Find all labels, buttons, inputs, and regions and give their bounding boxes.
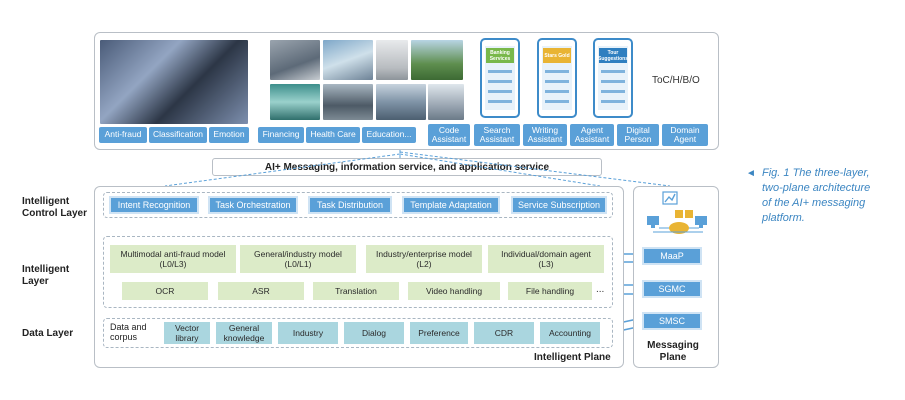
task-distribution: Task Distribution	[308, 196, 392, 214]
screen-line	[601, 90, 625, 93]
data-accounting: Accounting	[540, 322, 600, 344]
app-anti-fraud: Anti-fraud	[99, 127, 147, 143]
cap-translation: Translation	[313, 282, 399, 300]
intelligent-layer-label: Intelligent Layer	[22, 264, 70, 287]
data-layer-box	[103, 318, 613, 348]
education-photo-3	[376, 84, 426, 120]
data-preference: Preference	[410, 322, 468, 344]
phone-tag: Stars Gold	[543, 48, 571, 63]
messaging-maap: MaaP	[642, 247, 702, 265]
messaging-sgmc: SGMC	[642, 280, 702, 298]
service-bar: AI+ Messaging, information service, and …	[212, 158, 602, 176]
intent-recognition: Intent Recognition	[109, 196, 199, 214]
stars-gold-phone: Stars Gold	[537, 38, 577, 118]
capabilities-ellipsis: ...	[596, 284, 605, 295]
model-general: General/industry model (L0/L1)	[240, 245, 356, 273]
model-anti-fraud: Multimodal anti-fraud model (L0/L3)	[110, 245, 236, 273]
screen-line	[488, 90, 512, 93]
cap-asr: ASR	[218, 282, 304, 300]
messaging-plane-label: Messaging Plane	[647, 340, 699, 363]
healthcare-photo-1	[376, 40, 408, 80]
financing-photo-1	[270, 40, 320, 80]
data-layer-label: Data Layer	[22, 328, 74, 339]
model-industry: Industry/enterprise model (L2)	[366, 245, 482, 273]
screen-line	[545, 80, 569, 83]
app-emotion: Emotion	[209, 127, 249, 143]
education-photo-2	[323, 84, 373, 120]
data-vector-library: Vector library	[164, 322, 210, 344]
app-agent-assistant: Agent Assistant	[570, 124, 614, 146]
tcb-label: ToC/H/B/O	[652, 75, 700, 86]
screen-line	[545, 90, 569, 93]
screen-line	[545, 70, 569, 73]
app-health-care: Health Care	[306, 127, 360, 143]
data-corpus-label: Data and corpus	[110, 322, 147, 342]
screen-line	[488, 80, 512, 83]
screen-line	[488, 70, 512, 73]
anti-fraud-photo	[100, 40, 248, 124]
network-icon	[647, 191, 707, 234]
app-writing-assistant: Writing Assistant	[523, 124, 567, 146]
app-code-assistant: Code Assistant	[428, 124, 470, 146]
app-classification: Classification	[149, 127, 207, 143]
app-financing: Financing	[258, 127, 304, 143]
app-digital-person: Digital Person	[617, 124, 659, 146]
cap-ocr: OCR	[122, 282, 208, 300]
intelligent-plane-label: Intelligent Plane	[534, 352, 611, 363]
template-adaptation: Template Adaptation	[402, 196, 500, 214]
screen-line	[488, 100, 512, 103]
healthcare-photo-2	[411, 40, 463, 80]
education-photo-4	[428, 84, 464, 120]
screen-line	[545, 100, 569, 103]
app-education: Education...	[362, 127, 416, 143]
cap-file: File handling	[508, 282, 592, 300]
app-domain-agent: Domain Agent	[662, 124, 708, 146]
caption-arrow-icon: ◄	[746, 168, 756, 179]
screen-line	[601, 100, 625, 103]
task-orchestration: Task Orchestration	[208, 196, 298, 214]
control-layer-label: Intelligent Control Layer	[22, 196, 88, 219]
screen-line	[601, 80, 625, 83]
model-individual: Individual/domain agent (L3)	[488, 245, 604, 273]
phone-tag: Tour Suggestions	[598, 48, 629, 63]
screen-line	[601, 70, 625, 73]
control-layer-box	[103, 192, 613, 218]
data-cdr: CDR	[474, 322, 534, 344]
figure-caption: Fig. 1 The three-layer, two-plane archit…	[762, 167, 871, 224]
cap-video: Video handling	[408, 282, 500, 300]
data-industry: Industry	[278, 322, 338, 344]
education-photo-1	[270, 84, 320, 120]
phone-tag: Banking Services	[486, 48, 514, 63]
app-search-assistant: Search Assistant	[474, 124, 520, 146]
intelligent-layer-box	[103, 236, 613, 308]
data-general-knowledge: General knowledge	[216, 322, 272, 344]
service-subscription: Service Subscription	[511, 196, 607, 214]
financing-photo-2	[323, 40, 373, 80]
banking-phone: Banking Services	[480, 38, 520, 118]
messaging-smsc: SMSC	[642, 312, 702, 330]
tour-phone: Tour Suggestions	[593, 38, 633, 118]
data-dialog: Dialog	[344, 322, 404, 344]
